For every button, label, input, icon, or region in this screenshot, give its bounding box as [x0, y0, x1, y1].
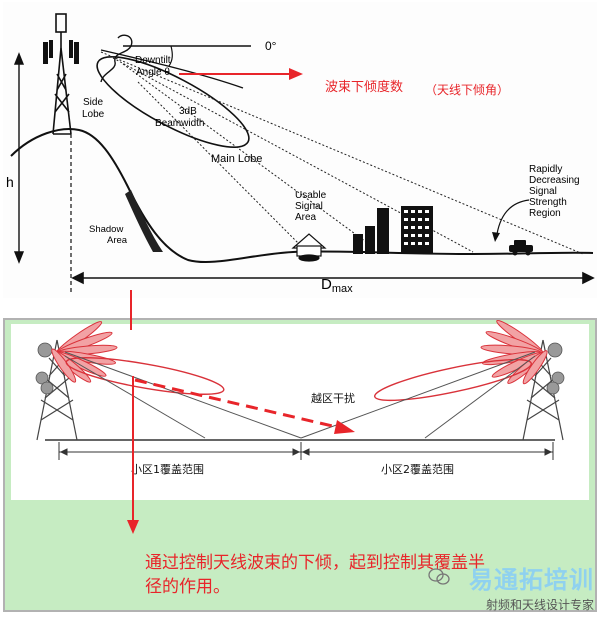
usable-area-label-2: Signal	[295, 201, 323, 212]
downtilt-cn-label: 波束下倾度数	[325, 79, 403, 95]
interference-arrow	[134, 378, 355, 434]
tower-icon	[52, 13, 72, 135]
cell-coverage-svg: 越区干扰 小区1覆盖范围 小区2覆盖范围 通过控制天线波束的下倾，起到控制其覆盖…	[11, 319, 589, 597]
red-caption-arrow	[127, 376, 139, 534]
rapid-region-label-1: Rapidly	[529, 164, 562, 175]
side-lobe-shape	[100, 34, 133, 83]
left-main-lobe	[65, 357, 225, 395]
downtilt-cn-note: （天线下倾角）	[425, 83, 509, 97]
watermark: 易通拓培训 射频和天线设计专家	[469, 560, 594, 613]
shadow-area-label-1: Shadow	[89, 224, 123, 235]
right-tower-dishes	[546, 342, 565, 395]
house-icon	[291, 233, 327, 262]
left-tower-dishes	[35, 342, 54, 395]
city-buildings	[353, 206, 433, 254]
rapid-region-label-2: Decreasing	[529, 175, 580, 186]
building-windows	[404, 210, 429, 245]
downtilt-diagram-svg: h 0° Downtilt Angle θ Side Lobe 3dB Beam…	[6, 13, 595, 295]
upper-lobe-edge	[100, 49, 244, 89]
right-radiation-pattern	[480, 319, 548, 385]
cell1-coverage-label: 小区1覆盖范围	[131, 462, 204, 476]
height-label: h	[6, 174, 14, 190]
usable-area-label-1: Usable	[295, 190, 327, 201]
red-pointer-arrow	[179, 68, 303, 80]
shadow-area-label-2: Area	[107, 235, 128, 246]
connector-arrow-svg	[130, 290, 132, 330]
dmax-label: Dmax	[321, 276, 353, 295]
car-icon	[509, 240, 533, 256]
main-lobe-shape	[96, 56, 250, 148]
coverage-lines	[64, 351, 536, 439]
height-arrow	[13, 52, 25, 264]
rapid-region-label-4: Strength	[529, 197, 567, 208]
beamwidth-label-2: Beamwidth	[155, 118, 204, 129]
wechat-icon	[428, 568, 450, 585]
usable-area-label-3: Area	[295, 212, 317, 223]
tower-antenna-panels	[43, 40, 79, 64]
cell-coverage-panel: 越区干扰 小区1覆盖范围 小区2覆盖范围 通过控制天线波束的下倾，起到控制其覆盖…	[3, 318, 597, 612]
rapid-region-label-3: Signal	[529, 186, 557, 197]
downtilt-arc	[168, 45, 173, 67]
shadow-area	[125, 190, 163, 252]
antenna-downtilt-diagram: h 0° Downtilt Angle θ Side Lobe 3dB Beam…	[3, 2, 597, 298]
terrain-hill	[10, 128, 594, 264]
dmax-arrow	[71, 271, 595, 285]
side-lobe-label-2: Lobe	[82, 109, 105, 120]
rapid-region-label-5: Region	[529, 208, 561, 219]
angle-zero-label: 0°	[265, 39, 277, 53]
cell2-coverage-label: 小区2覆盖范围	[381, 462, 454, 476]
caption-line-1: 通过控制天线波束的下倾，起到控制其覆盖半	[145, 553, 485, 573]
right-main-lobe	[374, 358, 532, 402]
watermark-brand: 易通拓培训	[469, 566, 594, 594]
caption-line-2: 径的作用。	[145, 577, 230, 597]
side-lobe-label-1: Side	[83, 97, 103, 108]
rapid-region-pointer	[492, 199, 530, 242]
coverage-dimension	[58, 442, 554, 460]
coverage-diagram-area	[11, 324, 589, 500]
downtilt-label-1: Downtilt	[135, 55, 171, 66]
main-lobe-label: Main Lobe	[211, 153, 262, 165]
beamwidth-label-1: 3dB	[179, 106, 197, 117]
downtilt-label-2: Angle θ	[136, 67, 170, 78]
watermark-subtitle: 射频和天线设计专家	[485, 598, 594, 612]
interference-label: 越区干扰	[311, 391, 355, 405]
